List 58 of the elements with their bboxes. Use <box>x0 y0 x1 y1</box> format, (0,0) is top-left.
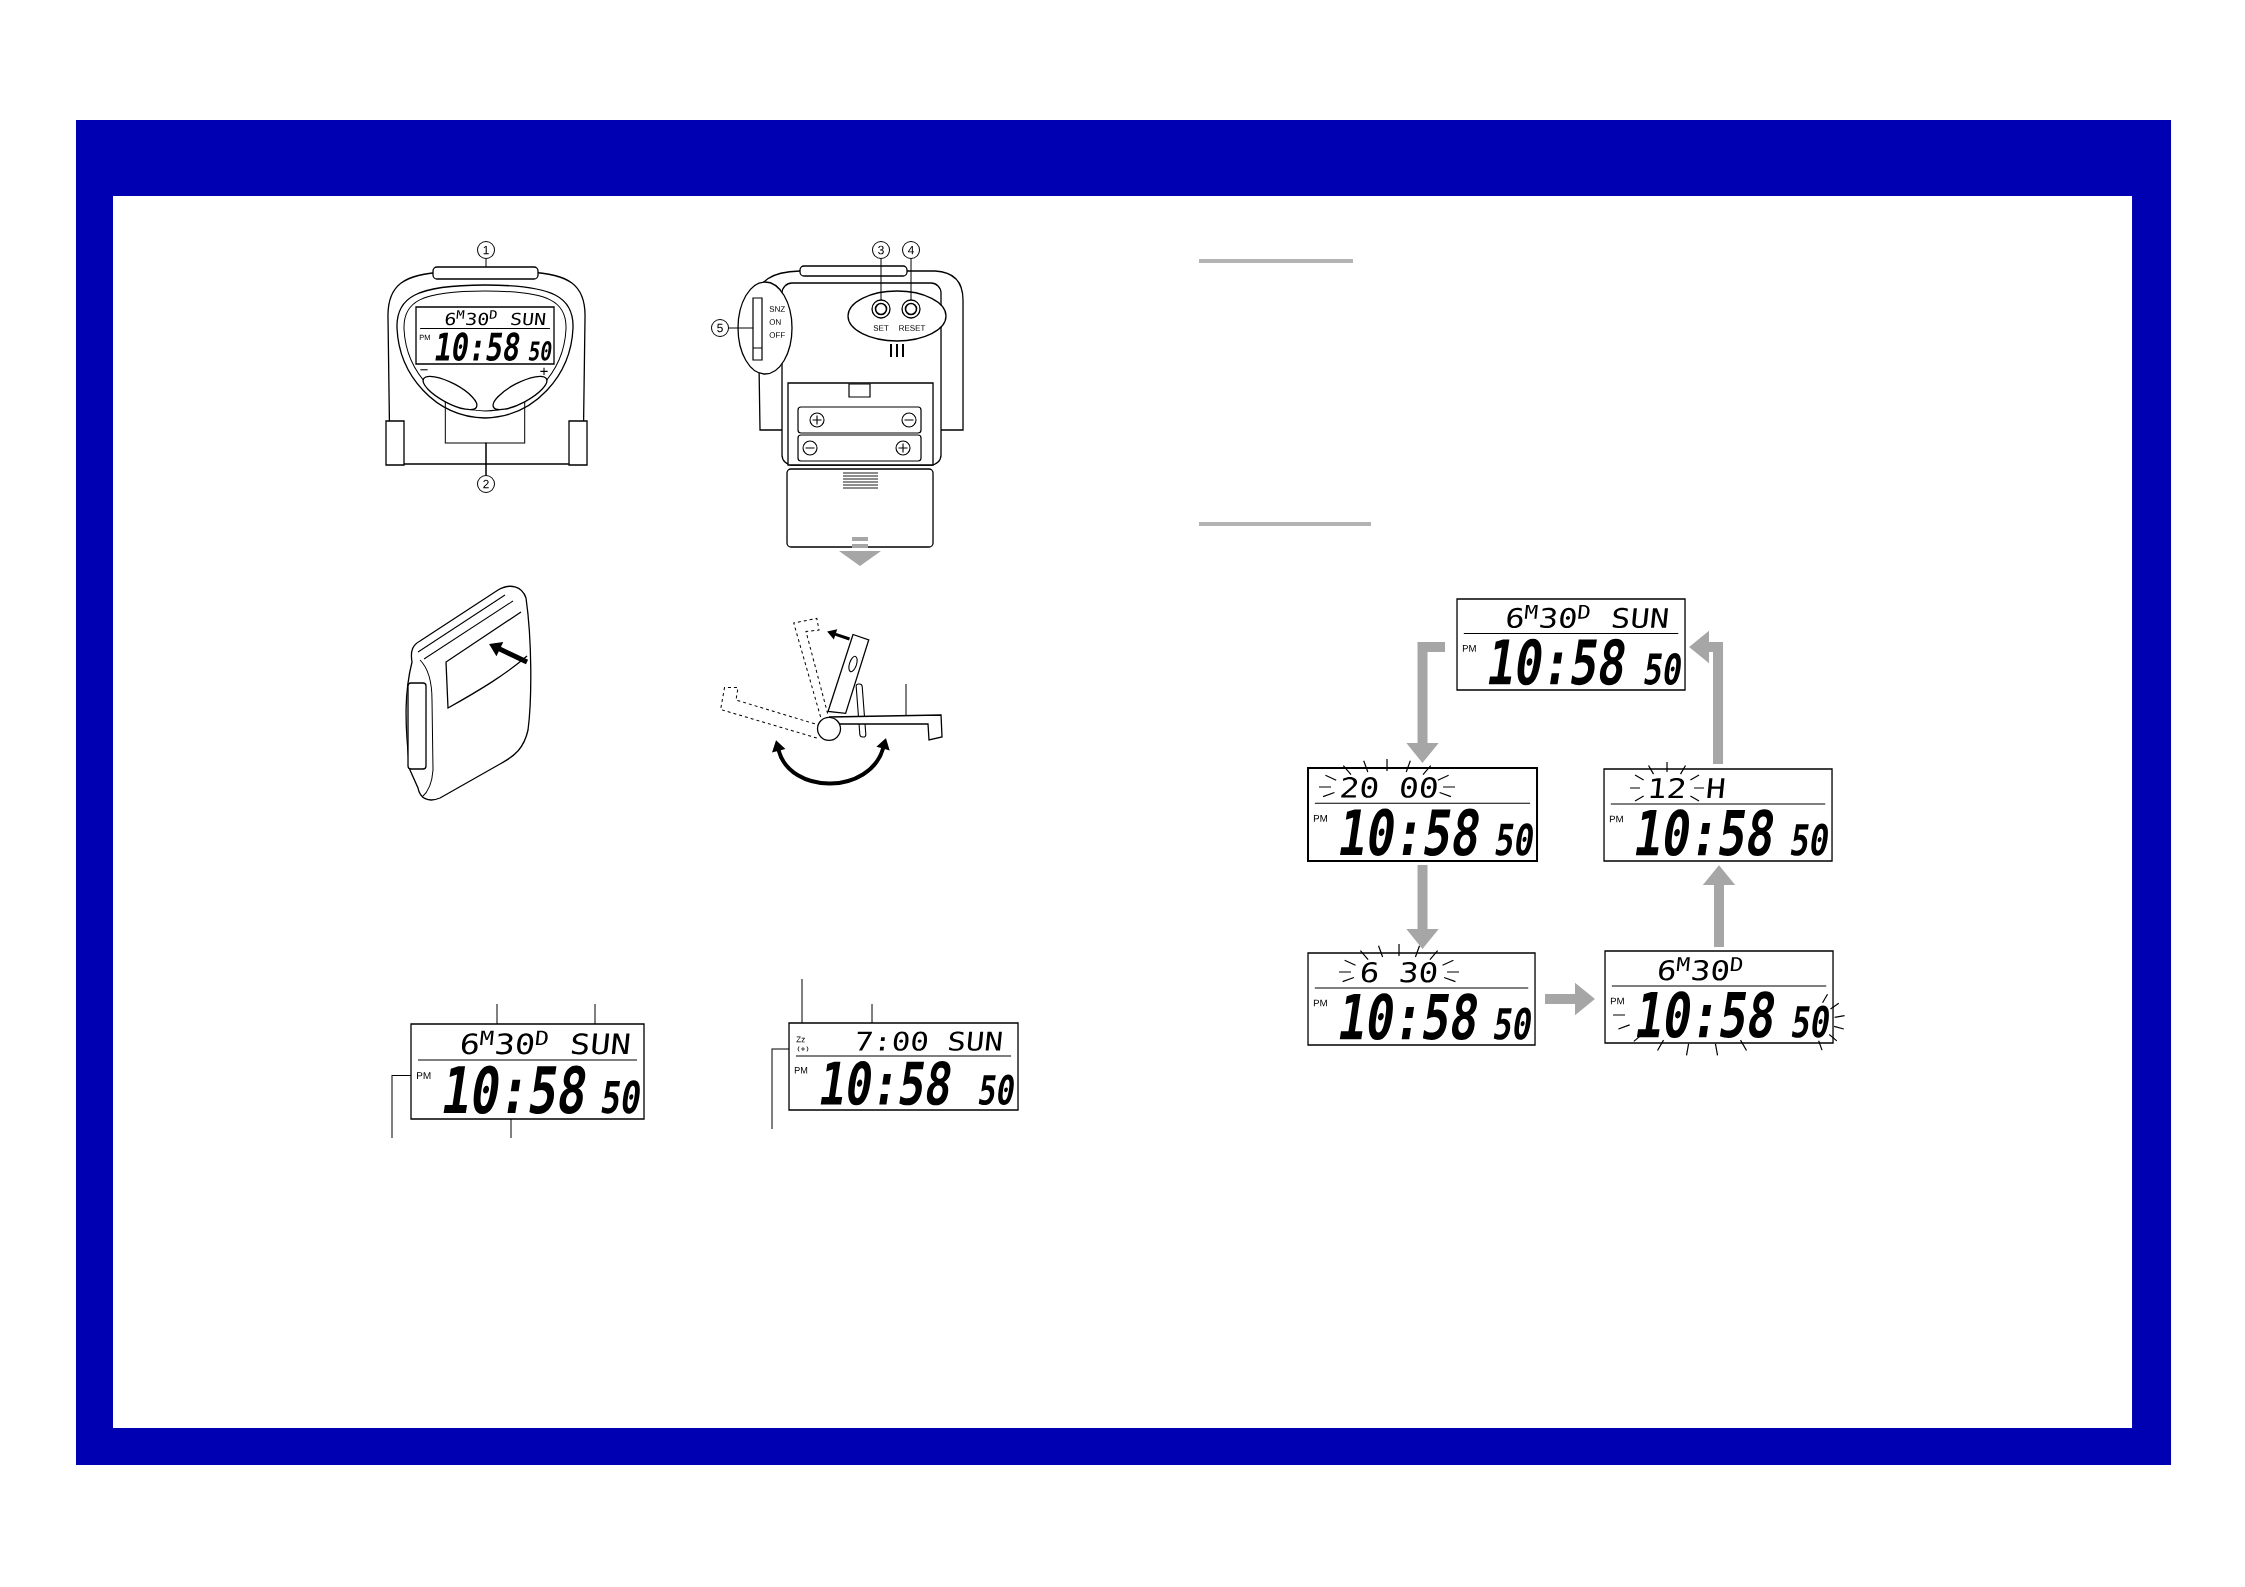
button-sign: + <box>540 367 548 375</box>
lcd-digits: 10:58 <box>443 1065 586 1114</box>
button-label: RESET <box>899 325 926 331</box>
lcd-text: 6$^{M}$30$^{D}$ SUN <box>1507 605 1668 629</box>
lcd-digits: 10:58 <box>435 332 520 361</box>
leader-line <box>594 1003 596 1025</box>
lcd-text: 7:00 SUN <box>857 1031 1002 1051</box>
lcd-text: 6$^{M}$30$^{D}$ SUN <box>461 1030 630 1055</box>
indicator-text: PM <box>1610 997 1624 1005</box>
indicator-text: Zz <box>796 1036 805 1043</box>
lcd-digits: 50 <box>601 1080 640 1114</box>
lcd-digits: 10:58 <box>1340 808 1479 856</box>
leader-line <box>485 401 526 476</box>
callout-number: 3 <box>872 241 890 259</box>
lcd-digits: 50 <box>1493 1007 1531 1040</box>
lcd-digits: 10:58 <box>820 1061 951 1106</box>
push-button <box>901 299 921 319</box>
leader-line <box>871 1003 873 1024</box>
lcd-digits: 50 <box>1790 823 1828 856</box>
leader-line <box>485 258 487 268</box>
callout-number: 4 <box>902 241 920 259</box>
lcd-digits: 10:58 <box>1635 809 1774 857</box>
leader-line <box>728 327 754 329</box>
switch-label: SNZ <box>769 306 785 312</box>
callout-number: 1 <box>477 241 495 259</box>
indicator-text: PM <box>1609 815 1623 823</box>
indicator-text: PM <box>794 1067 808 1074</box>
lcd-digits: 10:58 <box>1488 638 1625 686</box>
lcd-text: 6$^{M}$30$^{D}$ <box>1659 957 1743 981</box>
switch-label: ON <box>769 319 781 325</box>
callout-number: 5 <box>711 319 729 337</box>
leader-line <box>910 258 912 301</box>
leader-line <box>510 1118 512 1139</box>
leader-line <box>391 1075 412 1139</box>
button-sign: − <box>420 369 428 371</box>
button-label: SET <box>873 325 889 331</box>
lcd-digits: 10:58 <box>1636 991 1775 1039</box>
lcd-digits: 50 <box>978 1074 1014 1106</box>
lcd-text: 20 00 <box>1341 777 1437 798</box>
leader-line <box>801 978 803 1024</box>
indicator-text: PM <box>1313 815 1327 822</box>
lcd-digits: 50 <box>528 341 552 361</box>
callout-number: 2 <box>477 475 495 493</box>
lcd-text: 12 H <box>1650 778 1725 799</box>
indicator-text: PM <box>1313 999 1327 1007</box>
indicator-text: PM <box>417 1072 431 1079</box>
lcd-digits: 50 <box>1644 653 1681 685</box>
lcd-text: 6 30 <box>1361 962 1437 983</box>
switch-label: OFF <box>769 332 785 338</box>
push-button <box>871 299 891 319</box>
leader-line <box>880 258 882 301</box>
lcd-digits: 50 <box>1791 1005 1829 1038</box>
lcd-digits: 10:58 <box>1339 993 1477 1041</box>
lcd-digits: 50 <box>1495 823 1533 856</box>
lcd-text: 6$^{M}$30$^{D}$ SUN <box>445 310 546 326</box>
indicator-text: PM <box>1462 645 1476 652</box>
leader-line <box>496 1003 498 1025</box>
leader-line <box>771 1048 790 1130</box>
